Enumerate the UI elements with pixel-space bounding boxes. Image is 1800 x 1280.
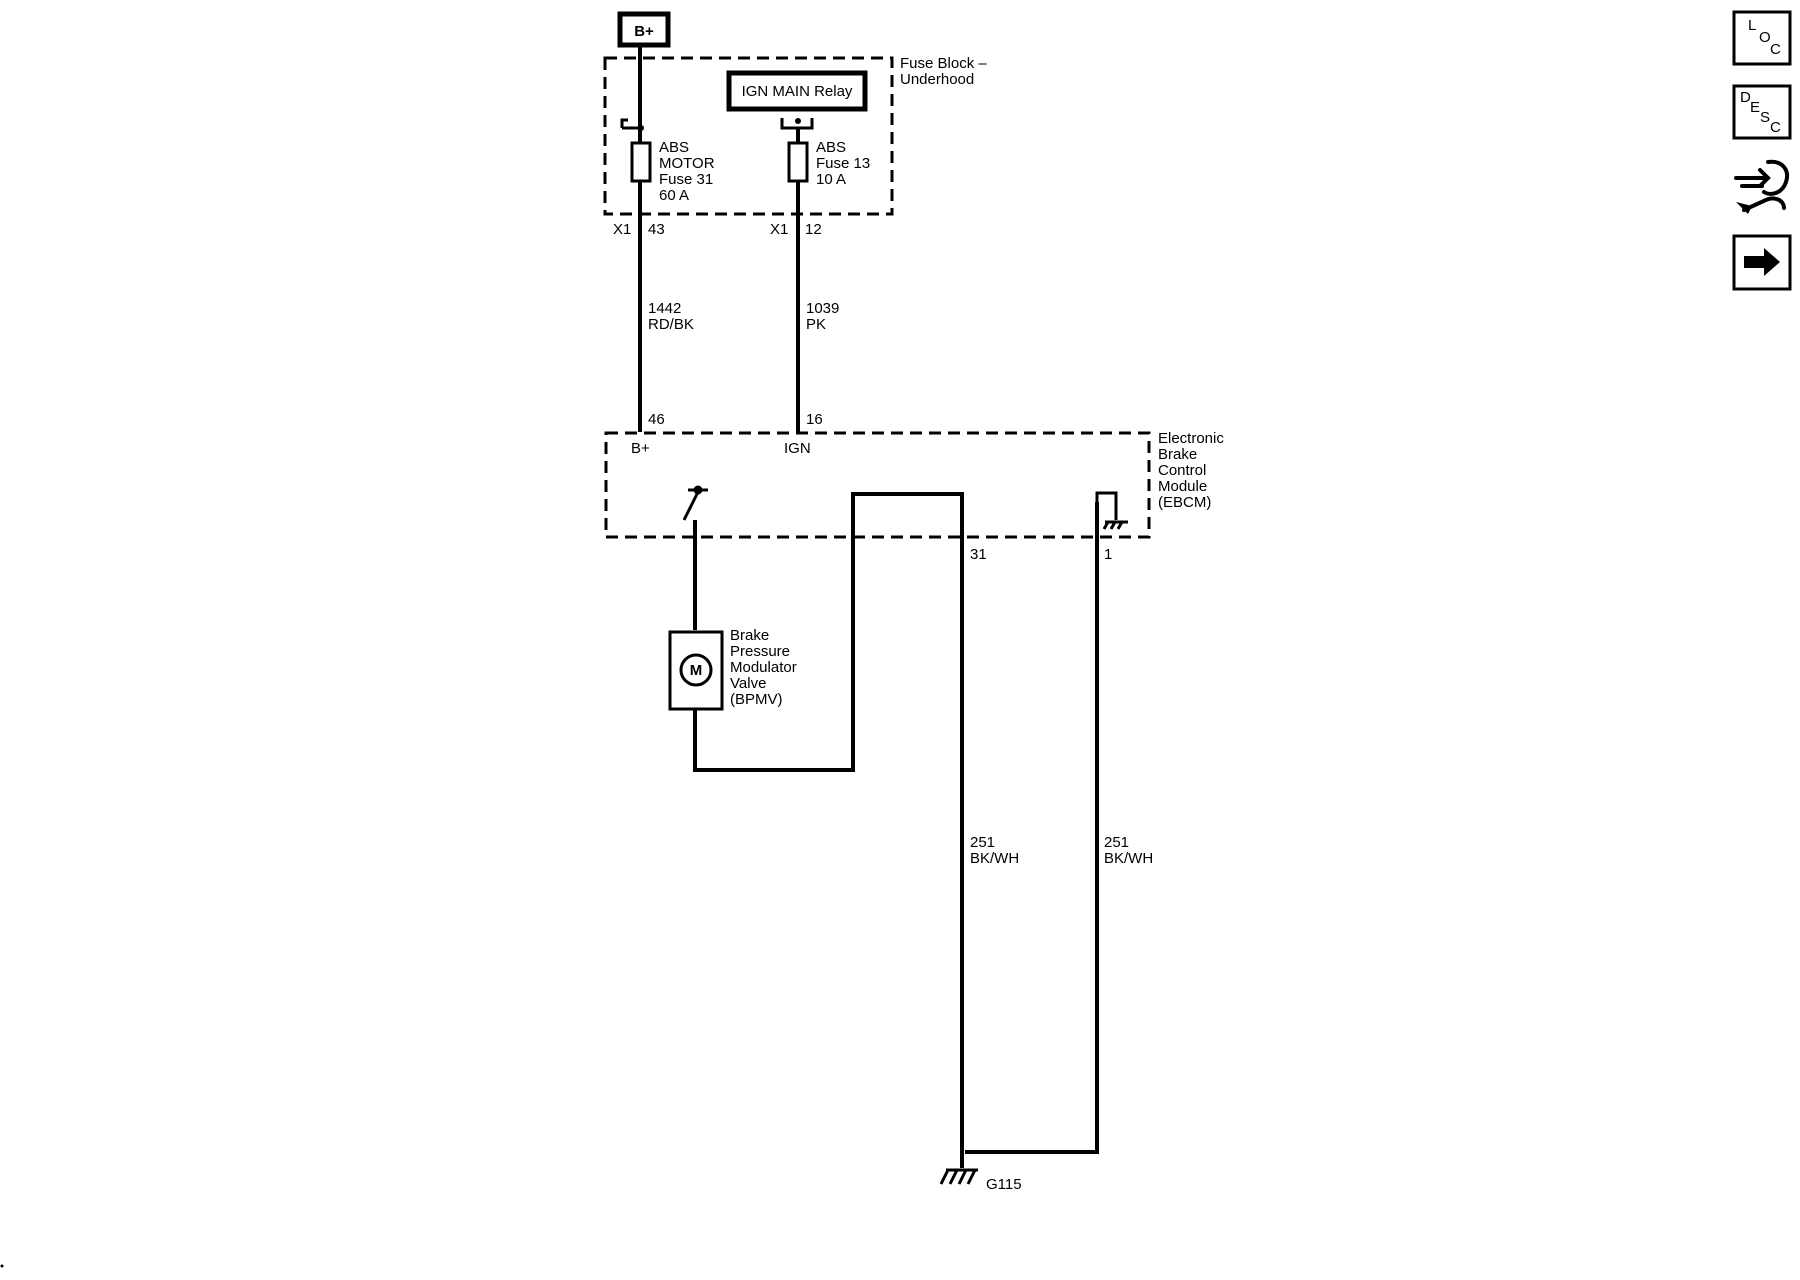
wire-gnd2-color: BK/WH [1104, 850, 1153, 867]
desc-button[interactable]: D E S C [1732, 84, 1792, 140]
pin-b-label: 12 [805, 221, 822, 238]
battery-label: B+ [634, 23, 654, 40]
relay-label: IGN MAIN Relay [742, 83, 853, 100]
fuse-a-line-2: MOTOR [659, 155, 715, 172]
ebcm-label-bplus: B+ [631, 440, 650, 457]
ebcm-switch [682, 485, 708, 521]
bpmv-name-1: Brake [730, 627, 769, 644]
desc-letter-e: E [1750, 99, 1760, 116]
fuse-b-line-2: Fuse 13 [816, 155, 870, 172]
desc-letter-c: C [1770, 119, 1781, 136]
loc-letter-l: L [1748, 17, 1756, 34]
ebcm-name-1: Electronic [1158, 430, 1224, 447]
wire-a-circuit: 1442 [648, 300, 681, 317]
wire-a-color: RD/BK [648, 316, 694, 333]
wire-b-color: PK [806, 316, 826, 333]
ebcm-pin-16: 16 [806, 411, 823, 428]
ebcm-name-3: Control [1158, 462, 1206, 479]
battery-source: B+ [617, 11, 671, 48]
bpmv-name-3: Modulator [730, 659, 797, 676]
ebcm-name-5: (EBCM) [1158, 494, 1211, 511]
fuse-a-line-4: 60 A [659, 187, 689, 204]
loc-letter-o: O [1759, 29, 1771, 46]
bpmv-valve: M Brake Pressure Modulator Valve (BPMV) [668, 627, 797, 711]
ebcm-pin-31: 31 [970, 546, 987, 563]
conn-a-label: X1 [613, 221, 631, 238]
wire-bpmv-loop [693, 492, 964, 1155]
ground-g115: G115 [939, 1168, 1022, 1193]
desc-letter-s: S [1760, 109, 1770, 126]
bpmv-name-2: Pressure [730, 643, 790, 660]
fuse-a-line-3: Fuse 31 [659, 171, 713, 188]
fuse-b-line-3: 10 A [816, 171, 846, 188]
wire-pin1-ground [965, 502, 1099, 1154]
bpmv-name-5: (BPMV) [730, 691, 783, 708]
ign-main-relay: IGN MAIN Relay [726, 70, 868, 112]
wire-gnd1-circuit: 251 [970, 834, 995, 851]
ebcm-name-4: Module [1158, 478, 1207, 495]
wire-labels: 1442 RD/BK 1039 PK 251 BK/WH 251 BK/WH [648, 300, 1153, 867]
motor-symbol: M [690, 662, 703, 679]
fuse-b-line-1: ABS [816, 139, 846, 156]
loc-button[interactable]: L O C [1732, 10, 1792, 66]
wire-gnd2-circuit: 251 [1104, 834, 1129, 851]
conn-b-label: X1 [770, 221, 788, 238]
bpmv-name-4: Valve [730, 675, 766, 692]
connector-wrench-icon[interactable] [1734, 159, 1789, 214]
desc-letter-d: D [1740, 89, 1751, 106]
ebcm-name-2: Brake [1158, 446, 1197, 463]
wire-gnd1-color: BK/WH [970, 850, 1019, 867]
fuse-13: ABS Fuse 13 10 A [780, 118, 870, 188]
fuse-block-name-1: Fuse Block – [900, 55, 987, 72]
fuse-block-name-2: Underhood [900, 71, 974, 88]
arrow-right-icon [1744, 248, 1780, 276]
ebcm-pin-46: 46 [648, 411, 665, 428]
wires [638, 45, 1099, 1168]
fuse-a-line-1: ABS [659, 139, 689, 156]
ground-label: G115 [986, 1176, 1022, 1193]
ebcm-internal-ground [1095, 491, 1128, 530]
ebcm-pin-1: 1 [1104, 546, 1112, 563]
fuse-31: ABS MOTOR Fuse 31 60 A [620, 118, 715, 204]
wire-b-circuit: 1039 [806, 300, 839, 317]
ebcm-module: 46 B+ 16 IGN 31 1 Electronic Brake Contr… [604, 411, 1224, 563]
edge-speck [0, 1264, 4, 1268]
ebcm-label-ign: IGN [784, 440, 811, 457]
next-arrow-button[interactable] [1732, 234, 1792, 291]
loc-letter-c: C [1770, 41, 1781, 58]
pin-a-label: 43 [648, 221, 665, 238]
